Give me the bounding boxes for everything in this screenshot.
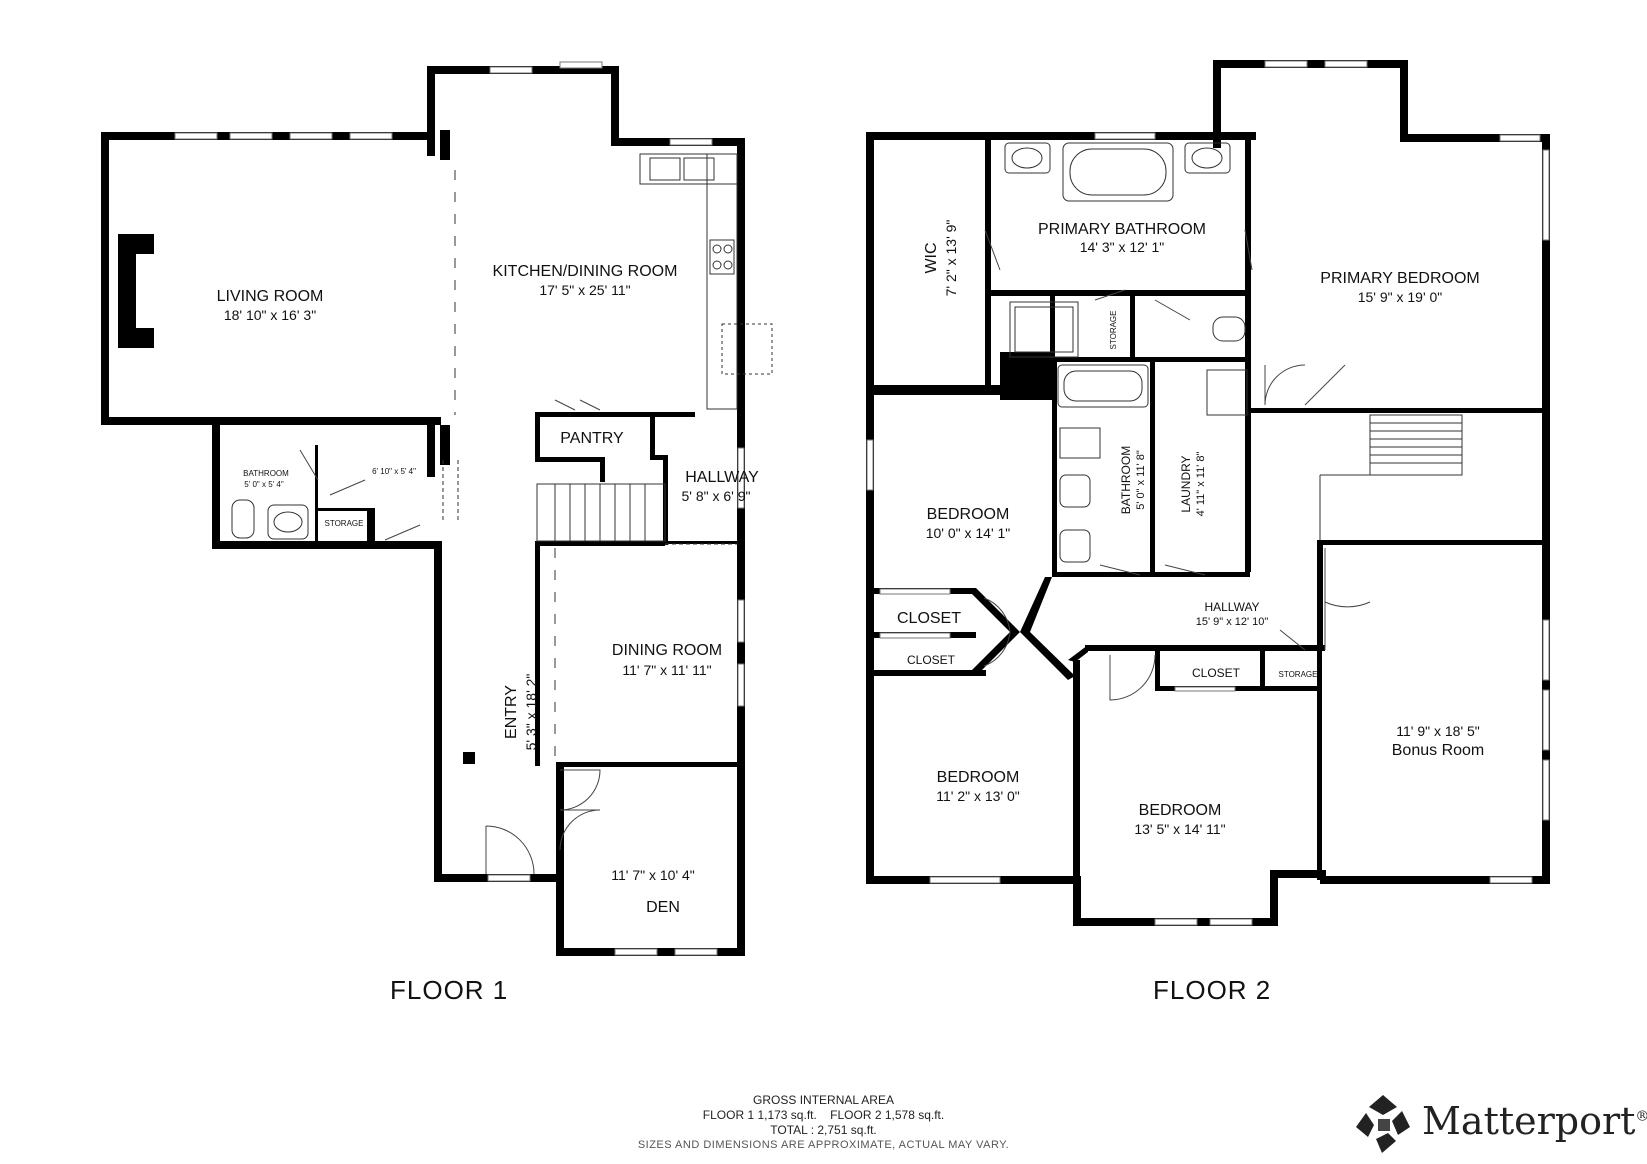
hallway-1-dims: 5' 8" x 6' 9" <box>682 488 751 504</box>
bathroom-1-dims: 5' 0" x 5' 4" <box>244 480 284 489</box>
matterport-mark-icon <box>1356 1095 1410 1153</box>
brand-mark: ® <box>1635 1108 1647 1125</box>
bedroom-1-dims: 10' 0" x 14' 1" <box>926 525 1011 541</box>
wic-name: WIC <box>923 242 940 273</box>
bathroom-2-name: BATHROOM <box>1119 446 1133 514</box>
entry-dims: 5' 3" x 18' 2" <box>523 674 539 751</box>
hallway-2-name: HALLWAY <box>1204 600 1259 614</box>
pantry-name: PANTRY <box>560 430 624 447</box>
primary-bedroom-name: PRIMARY BEDROOM <box>1320 270 1479 287</box>
floor-1-doors <box>299 399 601 875</box>
bedroom-1-name: BEDROOM <box>927 506 1010 523</box>
floor-2-title: FLOOR 2 <box>1153 975 1272 1005</box>
floor-2-windows <box>866 60 1550 926</box>
floor-1-windows <box>174 61 745 956</box>
laundry-dims: 4' 11" x 11' 8" <box>1195 452 1207 517</box>
floor-2-doors <box>983 229 1371 701</box>
floor-2-fixtures <box>1004 142 1463 563</box>
storage-3-name: STORAGE <box>1279 670 1318 679</box>
entry-name: ENTRY <box>503 685 520 739</box>
matterport-wordmark: Matterport® <box>1422 1099 1647 1143</box>
living-room-dims: 18' 10" x 16' 3" <box>224 307 316 323</box>
wic-dims: 7' 2" x 13' 9" <box>943 220 959 297</box>
bathroom-1-name: BATHROOM <box>243 469 289 478</box>
dining-room-name: DINING ROOM <box>612 642 722 659</box>
kitchen-name: KITCHEN/DINING ROOM <box>493 263 678 280</box>
primary-bathroom-dims: 14' 3" x 12' 1" <box>1080 239 1165 255</box>
brand-name: Matterport <box>1422 1099 1636 1143</box>
storage-1-name: STORAGE <box>325 519 364 528</box>
primary-bathroom-name: PRIMARY BATHROOM <box>1038 221 1206 238</box>
bedroom-3-dims: 13' 5" x 14' 11" <box>1134 821 1225 837</box>
living-room-name: LIVING ROOM <box>217 288 324 305</box>
area-disclaimer: SIZES AND DIMENSIONS ARE APPROXIMATE, AC… <box>637 1139 1010 1151</box>
hallway-1-name: HALLWAY <box>685 469 759 486</box>
primary-bedroom-dims: 15' 9" x 19' 0" <box>1358 289 1443 305</box>
closet-1-name: CLOSET <box>897 610 961 627</box>
closet-3-name: CLOSET <box>1192 666 1241 680</box>
area-total-line: TOTAL : 2,751 sq.ft. <box>770 1123 877 1137</box>
floor-1-fixtures <box>118 153 773 760</box>
bedroom-3-name: BEDROOM <box>1139 802 1222 819</box>
bedroom-2-name: BEDROOM <box>937 769 1020 786</box>
matterport-logo: Matterport® <box>1352 1093 1647 1153</box>
floor-1-title: FLOOR 1 <box>390 975 509 1005</box>
room-labels: LIVING ROOM 18' 10" x 16' 3" KITCHEN/DIN… <box>217 220 1485 916</box>
gross-area-block: GROSS INTERNAL AREA FLOOR 1 1,173 sq.ft.… <box>0 1093 1647 1153</box>
floor-1-walls <box>101 66 745 956</box>
bathroom-2-dims: 5' 0" x 11' 8" <box>1135 450 1147 510</box>
kitchen-dims: 17' 5" x 25' 11" <box>539 282 630 298</box>
closet-2-name: CLOSET <box>907 653 956 667</box>
bonus-room-name: Bonus Room <box>1392 742 1485 759</box>
storage-2-name: STORAGE <box>1109 311 1118 350</box>
den-name: DEN <box>646 899 680 916</box>
bonus-room-dims: 11' 9" x 18' 5" <box>1396 723 1480 739</box>
laundry-name: LAUNDRY <box>1179 455 1193 512</box>
den-dims: 11' 7" x 10' 4" <box>611 867 695 883</box>
dining-room-dims: 11' 7" x 11' 11" <box>622 662 711 678</box>
area-heading: GROSS INTERNAL AREA <box>753 1093 894 1107</box>
small-room-1-dims: 6' 10" x 5' 4" <box>372 467 416 476</box>
bedroom-2-dims: 11' 2" x 13' 0" <box>936 788 1020 804</box>
area-floors-line: FLOOR 1 1,173 sq.ft. FLOOR 2 1,578 sq.ft… <box>702 1108 945 1122</box>
hallway-2-dims: 15' 9" x 12' 10" <box>1196 616 1269 628</box>
